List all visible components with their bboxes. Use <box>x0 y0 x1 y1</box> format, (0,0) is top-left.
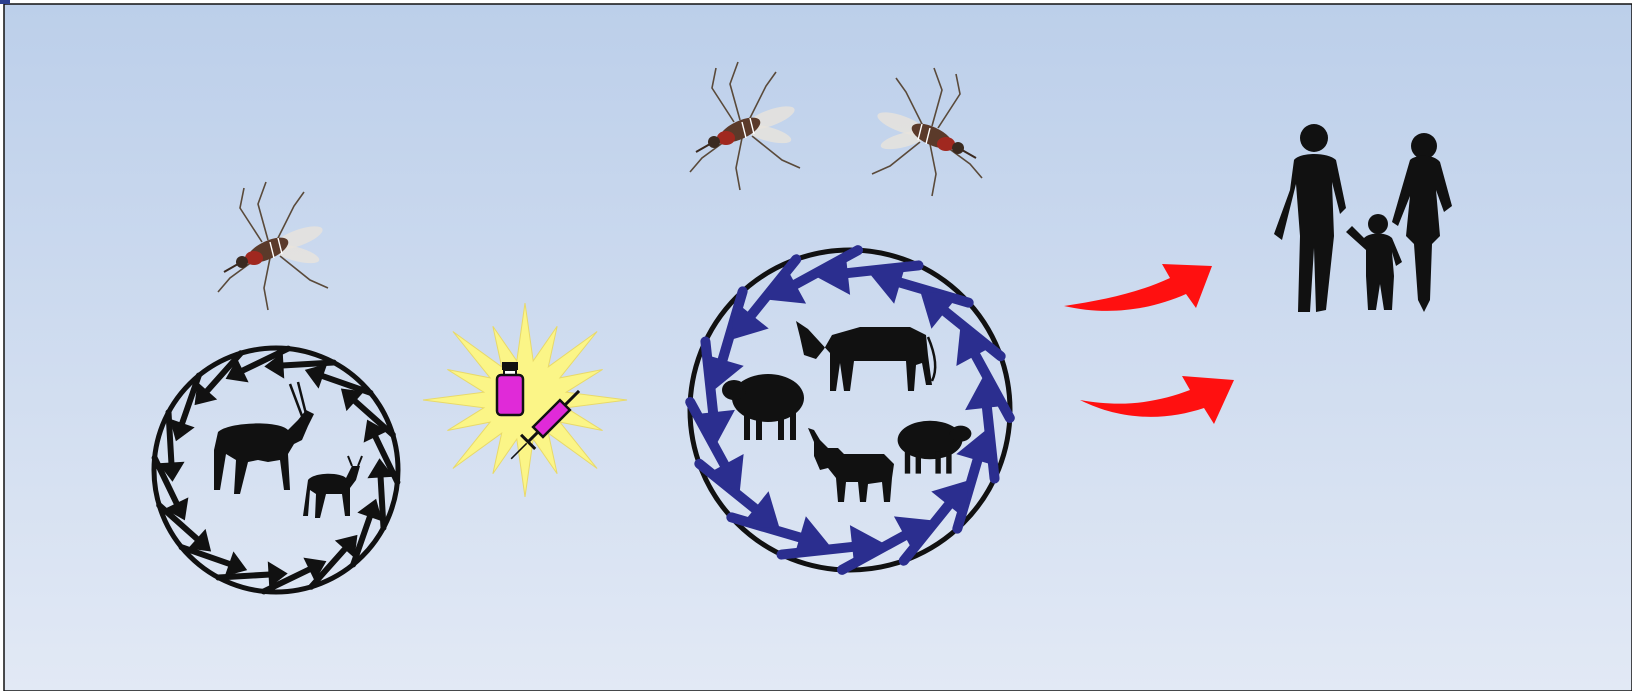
vaccine-burst-shape <box>423 303 627 497</box>
vaccination-burst <box>423 303 627 497</box>
corner-accent <box>0 0 10 4</box>
